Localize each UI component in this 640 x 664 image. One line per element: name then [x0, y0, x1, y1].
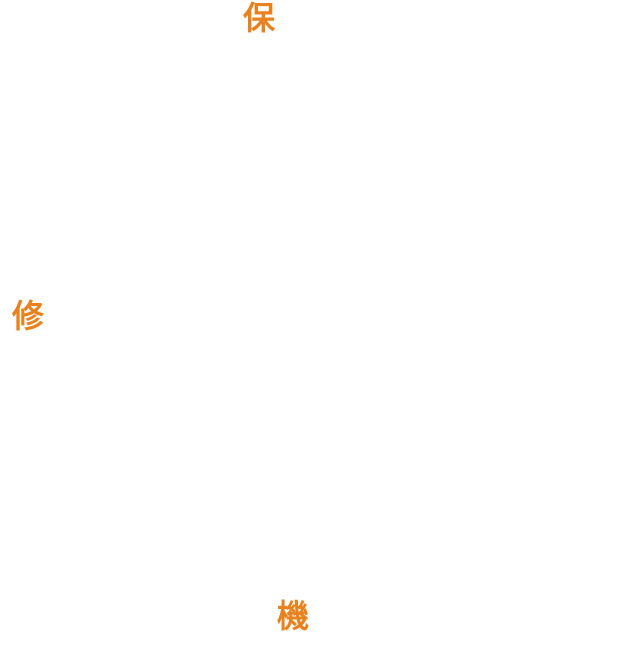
character-ji: 機	[277, 597, 310, 635]
character-xiu: 修	[12, 297, 45, 335]
character-bao: 保	[243, 0, 276, 37]
